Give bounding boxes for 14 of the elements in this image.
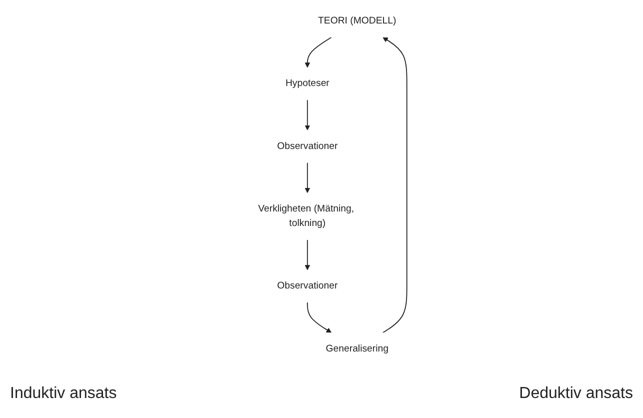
node-text: Observationer bbox=[276, 280, 338, 292]
arrow bbox=[382, 37, 408, 334]
node-text: TEORI (MODELL) bbox=[318, 16, 396, 26]
arrow bbox=[304, 100, 310, 130]
node-text: Observationer bbox=[276, 141, 338, 152]
node-text: Verkligheten (Mätning, tolkning) bbox=[258, 204, 354, 228]
arrow bbox=[304, 239, 310, 270]
node-text: Hypoteser bbox=[285, 78, 330, 89]
arrow bbox=[304, 162, 310, 194]
approach-label: Deduktiv ansats bbox=[519, 385, 633, 403]
arrow bbox=[306, 302, 332, 333]
approach-label: Induktiv ansats bbox=[10, 385, 117, 403]
arrow bbox=[304, 36, 332, 68]
node-text: Generalisering bbox=[326, 343, 388, 354]
